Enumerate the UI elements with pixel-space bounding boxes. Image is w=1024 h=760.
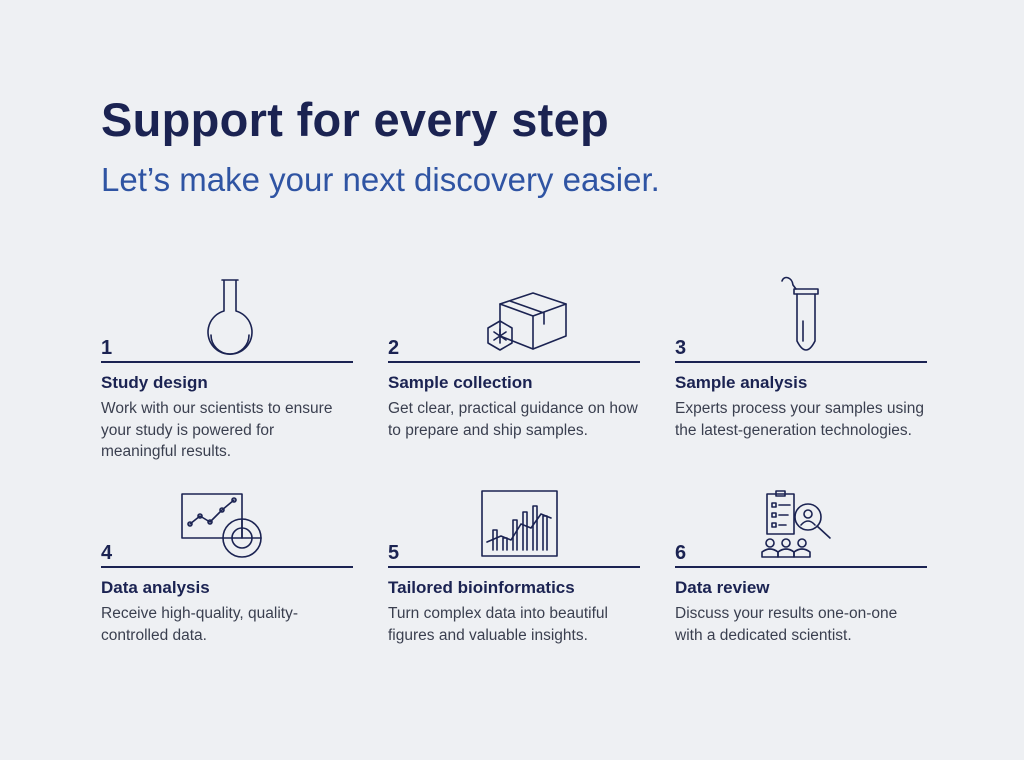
review-team-icon xyxy=(761,488,860,578)
step-number: 4 xyxy=(101,542,113,564)
frozen-box-icon xyxy=(483,283,573,373)
step-number: 1 xyxy=(101,337,113,359)
step-number: 2 xyxy=(388,337,400,359)
step-description: Experts process your samples using the l… xyxy=(675,400,924,439)
step-name: Data review xyxy=(675,578,770,597)
step-description: Work with our scientists to ensure your … xyxy=(101,400,333,460)
step-description: Get clear, practical guidance on how to … xyxy=(388,400,638,439)
flask-icon xyxy=(196,275,286,365)
step-name: Study design xyxy=(101,373,208,392)
step-name: Tailored bioinformatics xyxy=(388,578,575,597)
step-name: Data analysis xyxy=(101,578,210,597)
step-description: Receive high-quality, quality-controlled… xyxy=(101,605,299,644)
step-divider xyxy=(675,566,927,568)
step-name: Sample analysis xyxy=(675,373,808,392)
line-chart-icon xyxy=(181,486,286,576)
step-divider xyxy=(101,361,353,363)
step-description: Discuss your results one-on-one with a d… xyxy=(675,605,898,644)
step-name: Sample collection xyxy=(388,373,533,392)
step-divider xyxy=(388,361,640,363)
step-divider xyxy=(675,361,927,363)
step-divider xyxy=(388,566,640,568)
step-divider xyxy=(101,566,353,568)
page-subtitle: Let’s make your next discovery easier. xyxy=(101,161,660,198)
step-number: 3 xyxy=(675,337,687,359)
bar-chart-icon xyxy=(481,490,573,580)
step-number: 5 xyxy=(388,542,400,564)
step-description: Turn complex data into beautiful figures… xyxy=(388,605,608,644)
page-title: Support for every step xyxy=(101,93,610,146)
step-number: 6 xyxy=(675,542,687,564)
sample-tube-icon xyxy=(770,271,860,361)
